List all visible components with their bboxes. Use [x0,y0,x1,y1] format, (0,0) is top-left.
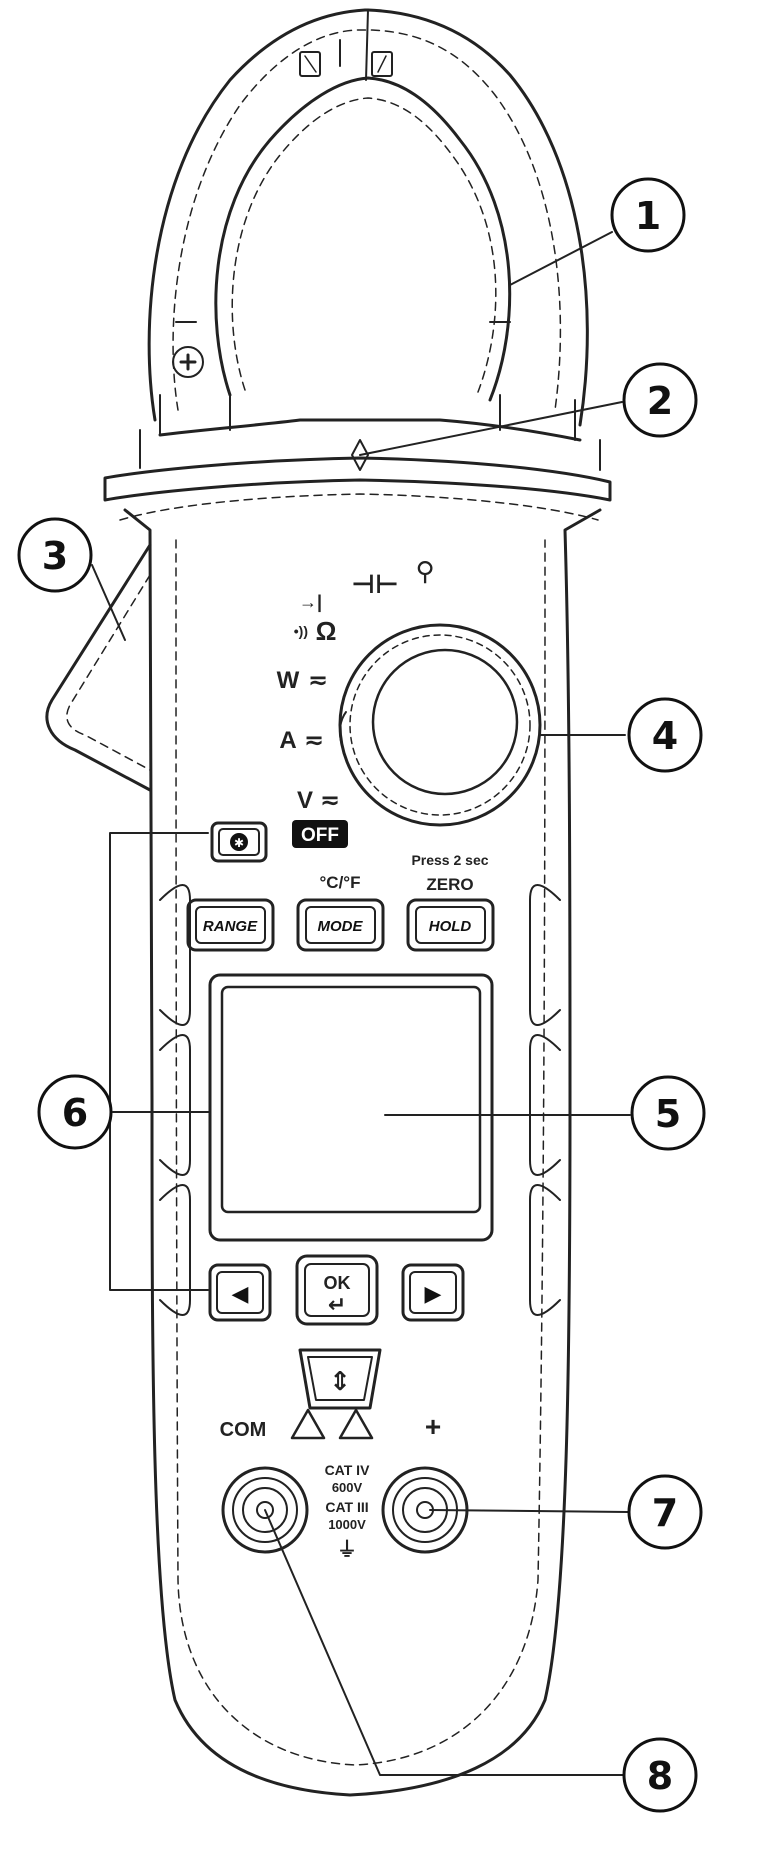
terminal-labels: COM + CAT IV 600V CAT III 1000V ⏚ [220,1411,442,1561]
callout-4: 4 [627,697,703,773]
callout-7: 7 [627,1474,703,1550]
range-button: RANGE [203,918,258,935]
svg-text:CAT III: CAT III [325,1499,368,1515]
ground-icon: ⏚ [337,1538,357,1561]
ohm-icon: Ω [316,616,337,646]
callout-2: 2 [622,362,698,438]
plus-label: + [425,1411,441,1442]
jaw-collar [103,394,612,521]
meter-body [123,508,602,1797]
hold-button: HOLD [429,918,472,935]
acdc-icon: ≂ [308,667,328,694]
svg-text:3: 3 [42,534,68,578]
svg-text:OK: OK [324,1273,351,1293]
acdc-icon: ≂ [304,727,324,754]
svg-text:5: 5 [655,1092,681,1136]
callout-8: 8 [622,1737,698,1813]
callout-1: 1 [610,177,686,253]
com-label: COM [220,1419,267,1441]
svg-text:V: V [297,787,313,814]
svg-text:6: 6 [62,1091,88,1135]
scroll-icon: ⇕ [329,1366,351,1396]
svg-text:°C/°F: °C/°F [320,873,361,892]
svg-text:600V: 600V [332,1480,363,1495]
svg-text:Press 2 sec: Press 2 sec [411,852,488,868]
callout-3: 3 [17,517,93,593]
svg-text:2: 2 [647,379,673,423]
svg-text:ZERO: ZERO [426,875,473,894]
callouts: 1 2 3 4 5 6 7 8 [17,177,706,1813]
jaw-trigger [45,543,152,792]
button-labels: ✱ °C/°F Press 2 sec ZERO RANGE MODE HOLD… [203,833,489,1396]
bluetooth-icon: ✱ [234,836,244,850]
svg-text:1000V: 1000V [328,1517,366,1532]
button-frames [186,821,495,952]
diode-icon: →| [299,592,322,612]
svg-text:A: A [279,727,296,754]
svg-text:4: 4 [652,714,678,758]
right-arrow-icon: ▶ [425,1281,442,1306]
rotary-selector [338,623,542,827]
dial-labels: ⊣⊢ ⚲ →| •)) Ω W ≂ A ≂ V ≂ OFF [277,556,435,848]
callout-5: 5 [630,1075,706,1151]
capacitance-icon: ⊣⊢ [351,569,399,599]
callout-leaders [91,231,631,1776]
svg-text:W: W [277,667,300,694]
off-label: OFF [301,825,339,846]
left-arrow-icon: ◀ [232,1281,249,1306]
svg-text:7: 7 [652,1491,678,1535]
acdc-icon: ≂ [320,787,340,814]
nav-button-frames [208,1254,465,1410]
enter-arrow-icon: ↵ [328,1292,346,1317]
mode-button: MODE [318,918,364,935]
svg-text:1: 1 [635,194,661,238]
continuity-icon: •)) [294,623,308,639]
input-terminals [221,1408,469,1554]
clamp-jaw [147,8,589,427]
svg-text:CAT IV: CAT IV [325,1462,371,1478]
display [208,973,494,1242]
flex-clamp-icon: ⚲ [415,556,434,586]
svg-text:8: 8 [647,1754,673,1798]
callout-6: 6 [37,1074,113,1150]
